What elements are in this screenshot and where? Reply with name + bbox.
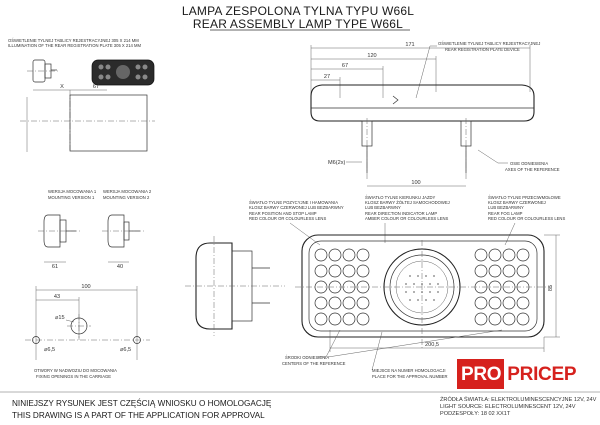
direction-pl3: LUB BEZBARWNY [365, 205, 401, 210]
centers-ref-pl: ŚRODKI ODNIESIENIA [285, 355, 329, 360]
phi-6-5-left-label: ⌀6,5 [44, 347, 55, 353]
lamp-body-side [310, 84, 535, 122]
position-en2: RED COLOUR OR COLOURLESS LENS [249, 216, 326, 221]
mounting-v2-en: MOUNTING VERSION 2 [103, 195, 150, 200]
direction-pl2: KLOSZ BARWY ŻÓŁTEJ SAMOCHODOWEJ [365, 200, 450, 205]
dim-67-side-label: 67 [342, 63, 348, 69]
dim-100-holes-label: 100 [81, 284, 90, 290]
function-labels: ŚWIATŁO TYLNE POZYCYJNE I HAMOWANIA KLOS… [249, 195, 565, 246]
profile-lens [195, 242, 233, 330]
position-pl2: KLOSZ BARWY CZERWONEJ LUB BEZBARWNY [249, 205, 344, 210]
axes-ref-pl: OSIE ODNIESIENIA [510, 161, 548, 166]
plate-illumination-view: OŚWIETLENIE TYLNEJ TABLICY REJESTRACYJNE… [8, 38, 155, 152]
axes-ref-en: AXES OF THE REFERENCE [505, 167, 560, 172]
fog-pl2: KLOSZ BARWY CZERWONEJ [488, 200, 546, 205]
fog-en2: RED COLOUR OR COLOURLESS LENS [488, 216, 565, 221]
title-line-1: LAMPA ZESPOLONA TYLNA TYPU W66L [182, 4, 414, 18]
thread-label: M6(2x) [328, 160, 346, 166]
footer-note-en: THIS DRAWING IS A PART OF THE APPLICATIO… [12, 411, 265, 420]
mount-v1-body [43, 214, 61, 248]
plate-illumination-note-en: ILLUMINATION OF THE REAR REGISTRATION PL… [8, 43, 142, 48]
position-pl1: ŚWIATŁO TYLNE POZYCYJNE I HAMOWANIA [249, 200, 338, 205]
left-led-cluster [314, 248, 370, 326]
lamp-outer-housing [301, 234, 545, 338]
position-en1: REAR POSITION AND STOP LAMP [249, 211, 317, 216]
fog-pl1: ŚWIATŁO TYLNE PRZECIWMGŁOWE [488, 195, 561, 200]
footer-note-pl: NINIEJSZY RYSUNEK JEST CZĘŚCIĄ WNIOSKU O… [12, 397, 272, 408]
light-source-extra: PODZESPOŁY: 18 02 XX1T [440, 411, 511, 417]
plate-illumination-note-pl: OŚWIETLENIE TYLNEJ TABLICY REJESTRACYJNE… [8, 38, 139, 43]
plate-device-note-pl: OŚWIETLENIE TYLNEJ TABLICY REJESTRACYJNE… [438, 41, 540, 46]
registration-plate [69, 94, 148, 152]
hole-right-6-5 [133, 336, 141, 344]
light-source-en: LIGHT SOURCE: ELECTROLUMINESCENT 12V, 24… [440, 404, 576, 410]
plate-window [392, 95, 399, 105]
holes-note-pl: OTWORY W NADWOZIU DO MOCOWANIA [34, 368, 117, 373]
mounting-v1-en: MOUNTING VERSION 1 [48, 195, 95, 200]
lamp-inner-housing [308, 240, 538, 332]
centers-ref-en: CENTERS OF THE REFERENCE [282, 361, 346, 366]
approval-place-en: PLACE FOR THE APPROVAL NUMBER [372, 374, 448, 379]
lamp-front-small-leds [98, 64, 148, 80]
approval-place-pl: MIEJSCE NA NUMER HOMOLOGACJI [372, 368, 446, 373]
direction-en2: AMBER COLOUR OR COLOURLESS LENS [365, 216, 449, 221]
lamp-profile-view [185, 236, 285, 336]
mount-v2-body [107, 214, 125, 248]
dim-27-label: 27 [324, 74, 330, 80]
dim-43-label: 43 [54, 294, 60, 300]
watermark-pricep: PRICEP [504, 359, 579, 389]
dim-40-label: 40 [117, 264, 123, 270]
side-view: OŚWIETLENIE TYLNEJ TABLICY REJESTRACYJNE… [310, 41, 560, 187]
plate-device-leader [415, 45, 437, 99]
mounting-v1-pl: WERSJA MOCOWANIA 1 [48, 189, 97, 194]
watermark-logo: PRO PRICEP [457, 359, 579, 389]
holes-note-en: FIXING OPENINGS IN THE CARRIAGE [36, 374, 111, 379]
central-lens-texture [405, 275, 439, 301]
fixing-holes-view: 100 43 ⌀15 ⌀6,5 ⌀6,5 OTWORY W NADWOZIU D… [25, 284, 150, 379]
dim-200-5-label: 200,5 [425, 342, 439, 348]
mounting-v2-pl: WERSJA MOCOWANIA 2 [103, 189, 152, 194]
hole-left-6-5 [32, 336, 40, 344]
plate-device-note-en: REAR REGISTRATION PLATE DEVICE [445, 47, 520, 52]
phi-15-label: ⌀15 [55, 315, 65, 321]
dim-100-side-label: 100 [411, 180, 420, 186]
dim-85-label: 85 [548, 285, 554, 291]
watermark-pro: PRO [457, 359, 505, 389]
title-line-2: REAR ASSEMBLY LAMP TYPE W66L [193, 17, 403, 31]
right-led-cluster [474, 248, 530, 326]
mounting-versions: WERSJA MOCOWANIA 1 MOUNTING VERSION 1 WE… [38, 189, 152, 270]
fog-en1: REAR FOG LAMP [488, 211, 523, 216]
dim-x-label: X [60, 84, 64, 90]
direction-pl1: ŚWIATŁO TYLNE KIERUNKU JAZDY [365, 195, 436, 200]
lamp-front-view: 85 200,5 ŚRODKI ODNIESIENIA CENTERS OF T… [282, 234, 560, 379]
phi-6-5-right-label: ⌀6,5 [120, 347, 131, 353]
dim-171-label: 171 [405, 42, 414, 48]
dim-120-label: 120 [367, 53, 376, 59]
dim-67-label: 67 [93, 84, 99, 90]
fog-pl3: LUB BEZBARWNY [488, 205, 524, 210]
dim-61-label: 61 [52, 264, 58, 270]
light-source-pl: ŹRÓDŁA ŚWIATŁA: ELEKTROLUMINESCENCYJNE 1… [440, 395, 597, 403]
direction-en1: REAR DIRECTION INDICATOR LAMP [365, 211, 437, 216]
